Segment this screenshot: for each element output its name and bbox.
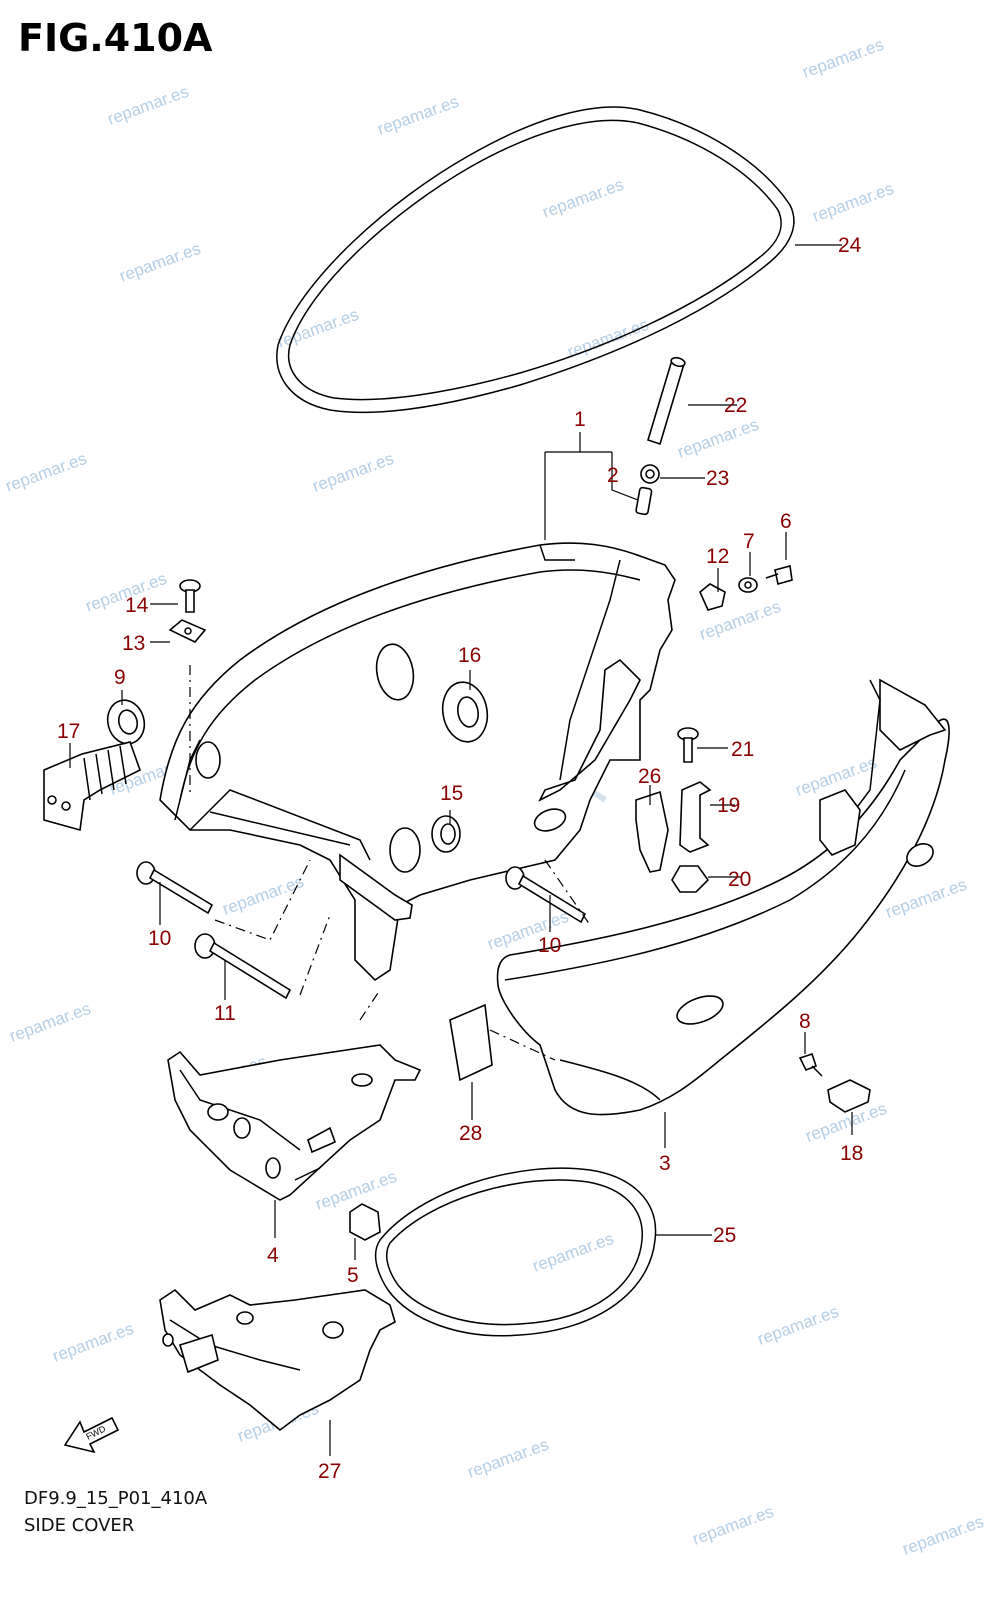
- watermark: repamar.es: [530, 1229, 616, 1276]
- screw-8: [798, 1052, 823, 1077]
- callout-28: 28: [459, 1122, 482, 1145]
- callout-11: 11: [214, 1002, 236, 1025]
- nipple-2: [635, 486, 653, 516]
- callouts: 1 2 3 4 5 6 7 8 9 10 10 11 12 13 14 15 1…: [57, 234, 863, 1483]
- nut-13: [168, 619, 207, 643]
- screw-6: [765, 564, 793, 586]
- callout-27: 27: [318, 1460, 341, 1483]
- callout-16: 16: [458, 644, 481, 667]
- callout-26: 26: [638, 765, 661, 788]
- leader-lines: [69, 244, 853, 1456]
- side-cover-starboard-3: [496, 678, 950, 1116]
- watermark: repamar.es: [800, 35, 886, 82]
- bracket-26: [635, 790, 669, 873]
- watermark: repamar.es: [675, 415, 761, 462]
- side-cover-port-1: [159, 542, 676, 982]
- nut-12: [699, 583, 726, 611]
- callout-6: 6: [780, 510, 792, 533]
- callout-8: 8: [799, 1010, 811, 1033]
- grip-17: [43, 741, 141, 832]
- grommet-9: [106, 699, 146, 745]
- bracket-27: [159, 1288, 396, 1432]
- watermark: repamar.es: [690, 1502, 776, 1549]
- screw-21: [677, 727, 699, 763]
- callout-3: 3: [659, 1152, 671, 1175]
- callout-22: 22: [724, 394, 747, 417]
- watermark: repamar.es: [810, 179, 896, 226]
- grommet-18: [827, 1079, 871, 1113]
- callout-24: 24: [838, 234, 862, 257]
- callout-13: 13: [122, 632, 145, 655]
- callout-21: 21: [731, 738, 754, 761]
- watermark: repamar.es: [310, 449, 396, 496]
- callout-20: 20: [728, 868, 751, 891]
- callout-9: 9: [114, 666, 126, 689]
- callout-10: 10: [538, 934, 561, 957]
- watermark: repamar.es: [755, 1302, 841, 1349]
- callout-23: 23: [706, 467, 729, 490]
- bolt-10a: [136, 861, 214, 915]
- grommet-16: [441, 681, 489, 743]
- watermark: repamar.es: [900, 1512, 986, 1559]
- callout-18: 18: [840, 1142, 863, 1165]
- washer-7: [738, 577, 758, 593]
- callout-7: 7: [743, 530, 755, 553]
- callout-10: 10: [148, 927, 171, 950]
- tube-22: [647, 356, 686, 446]
- callout-5: 5: [347, 1264, 359, 1287]
- watermark: repamar.es: [3, 449, 89, 496]
- callout-17: 17: [57, 720, 80, 743]
- clip-20: [671, 865, 710, 893]
- seal-top-24: [276, 106, 795, 414]
- grommet-15: [431, 815, 461, 853]
- callout-25: 25: [713, 1224, 736, 1247]
- watermark: repamar.es: [883, 875, 969, 922]
- bolt-11: [194, 933, 292, 1000]
- figure-name: SIDE COVER: [24, 1515, 135, 1536]
- bracket-19: [679, 781, 712, 853]
- callout-12: 12: [706, 545, 729, 568]
- watermark: repamar.es: [50, 1319, 136, 1366]
- grommet-5: [349, 1203, 381, 1241]
- callout-4: 4: [267, 1244, 279, 1267]
- watermark: repamar.es: [313, 1167, 399, 1214]
- clip-23: [640, 464, 660, 484]
- figure-title: FIG.410A: [18, 16, 213, 60]
- watermark: repamar.es: [465, 1435, 551, 1482]
- screw-14: [179, 579, 201, 613]
- bolt-10b: [505, 866, 587, 924]
- callout-19: 19: [717, 794, 740, 817]
- watermark: repamar.es: [7, 999, 93, 1046]
- watermark: repamar.es: [220, 872, 306, 919]
- seal-lower-25: [374, 1167, 657, 1337]
- callout-2: 2: [607, 464, 619, 487]
- watermark: repamar.es: [540, 175, 626, 222]
- figure-code: DF9.9_15_P01_410A: [24, 1488, 208, 1509]
- callout-15: 15: [440, 782, 463, 805]
- bracket-4: [167, 1044, 422, 1201]
- callout-14: 14: [125, 594, 149, 617]
- fwd-arrow-icon: FWD: [63, 1416, 120, 1454]
- watermark: repamar.es: [375, 92, 461, 139]
- watermark: repamar.es: [275, 305, 361, 352]
- watermark: repamar.es: [105, 82, 191, 129]
- callout-1: 1: [574, 408, 586, 431]
- watermark: repamar.es: [117, 239, 203, 286]
- plate-28: [449, 1003, 493, 1082]
